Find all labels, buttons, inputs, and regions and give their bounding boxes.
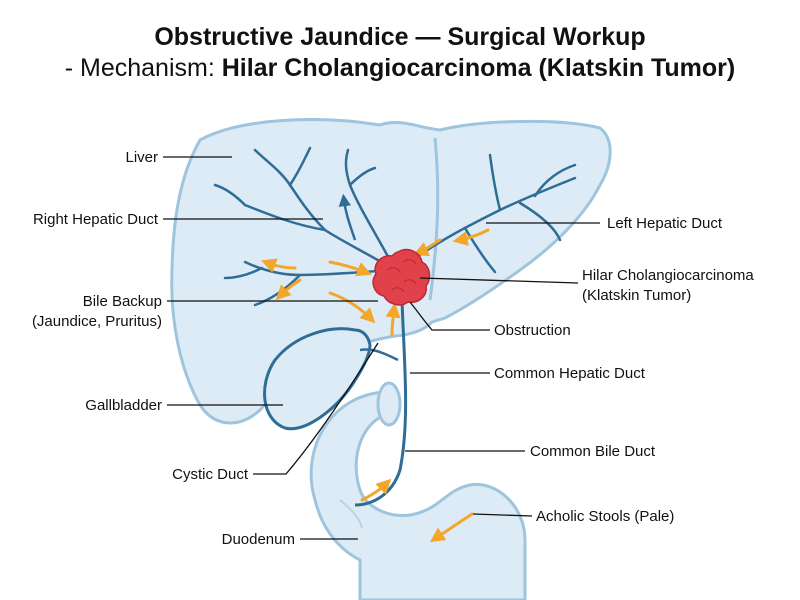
tumor-texture — [387, 259, 417, 293]
title-line-1: Obstructive Jaundice — Surgical Workup — [154, 23, 646, 51]
ampulla-papilla — [339, 499, 363, 529]
label-bile-backup: Bile Backup — [82, 293, 162, 310]
label-klatskin-tumor: (Klatskin Tumor) — [582, 287, 692, 304]
title-mechanism-prefix: - Mechanism: — [64, 54, 222, 82]
label-duodenum: Duodenum — [221, 531, 295, 548]
gallbladder-shape — [263, 327, 372, 431]
liver-lobe-divider — [428, 137, 440, 301]
label-hilar-cholangiocarcinoma: Hilar Cholangiocarcinoma — [582, 267, 754, 284]
label-obstruction: Obstruction — [494, 322, 571, 339]
label-gallbladder: Gallbladder — [85, 397, 162, 414]
cystic-duct — [359, 348, 399, 362]
label-common-bile-duct: Common Bile Duct — [530, 443, 656, 460]
common-bile-duct — [354, 299, 408, 507]
diagram-title: Obstructive Jaundice — Surgical Workup -… — [0, 22, 800, 84]
label-common-hepatic-duct: Common Hepatic Duct — [494, 365, 645, 382]
label-left-hepatic-duct: Left Hepatic Duct — [607, 215, 723, 232]
label-bile-backup-detail: (Jaundice, Pruritus) — [31, 313, 162, 330]
label-cystic-duct: Cystic Duct — [172, 466, 248, 483]
duodenum-opening — [376, 381, 402, 427]
title-line-2: - Mechanism: Hilar Cholangiocarcinoma (K… — [0, 53, 800, 84]
label-acholic-stools: Acholic Stools (Pale) — [536, 508, 675, 525]
duodenum-shape — [309, 390, 527, 600]
label-right-hepatic-duct: Right Hepatic Duct — [32, 211, 158, 228]
leader-lines — [163, 156, 600, 540]
title-mechanism: Hilar Cholangiocarcinoma (Klatskin Tumor… — [221, 54, 736, 82]
bile-flow-arrow — [338, 193, 357, 241]
bile-backup-arrows — [260, 228, 490, 543]
label-liver: Liver — [125, 149, 158, 166]
